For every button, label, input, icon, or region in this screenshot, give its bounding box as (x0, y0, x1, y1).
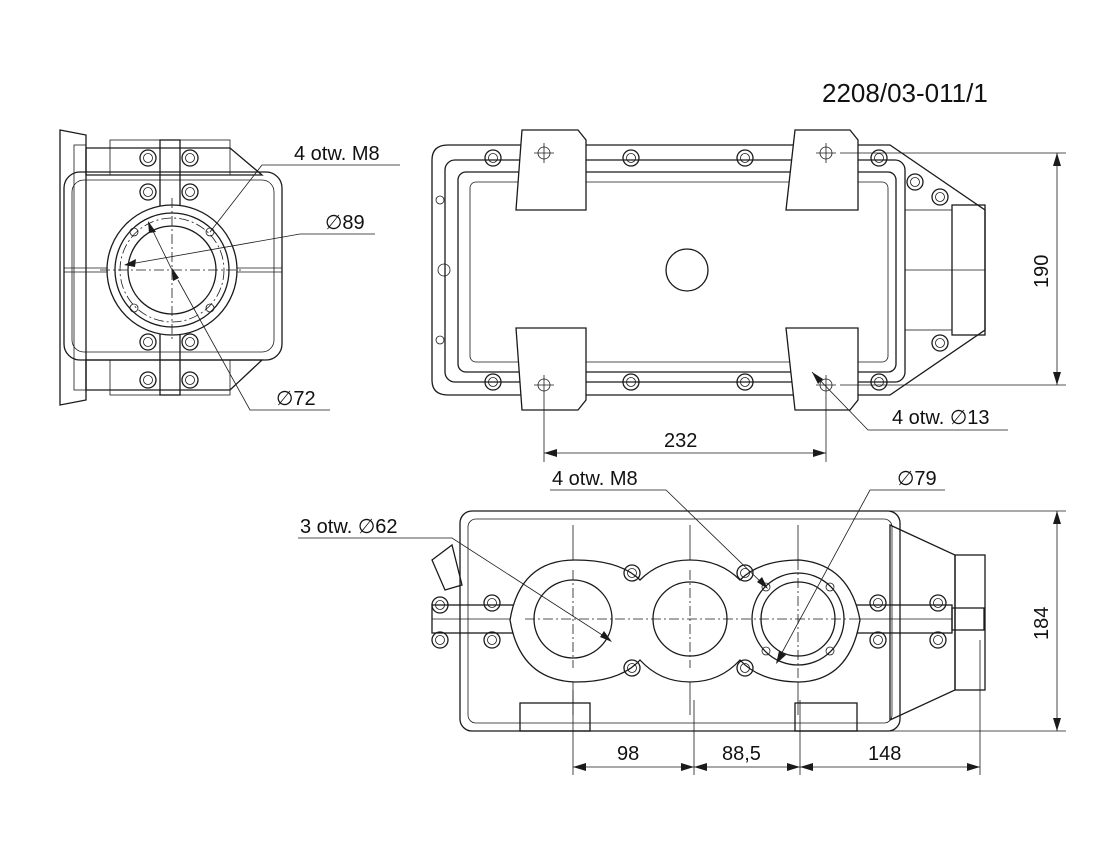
front-view (298, 489, 1066, 775)
end-view-outer-dia-label: ∅89 (325, 212, 365, 234)
top-view-length-dim: 232 (664, 430, 697, 452)
front-view-dim-a: 98 (617, 743, 639, 765)
front-view-holes-label: 4 otw. M8 (552, 468, 638, 490)
top-view-mount-holes-label: 4 otw. ∅13 (892, 407, 989, 429)
front-view-dim-c: 148 (868, 743, 901, 765)
front-view-dia-label: ∅79 (897, 468, 937, 490)
top-view-width-dim: 190 (1031, 255, 1053, 288)
front-view-height-dim: 184 (1031, 607, 1053, 640)
top-view (431, 129, 1066, 462)
end-view (59, 129, 400, 411)
front-view-bores-label: 3 otw. ∅62 (300, 516, 397, 538)
end-view-inner-dia-label: ∅72 (276, 388, 316, 410)
drawing-number: 2208/03-011/1 (822, 78, 988, 108)
end-view-holes-label: 4 otw. M8 (294, 143, 380, 165)
front-view-dim-b: 88,5 (722, 743, 761, 765)
